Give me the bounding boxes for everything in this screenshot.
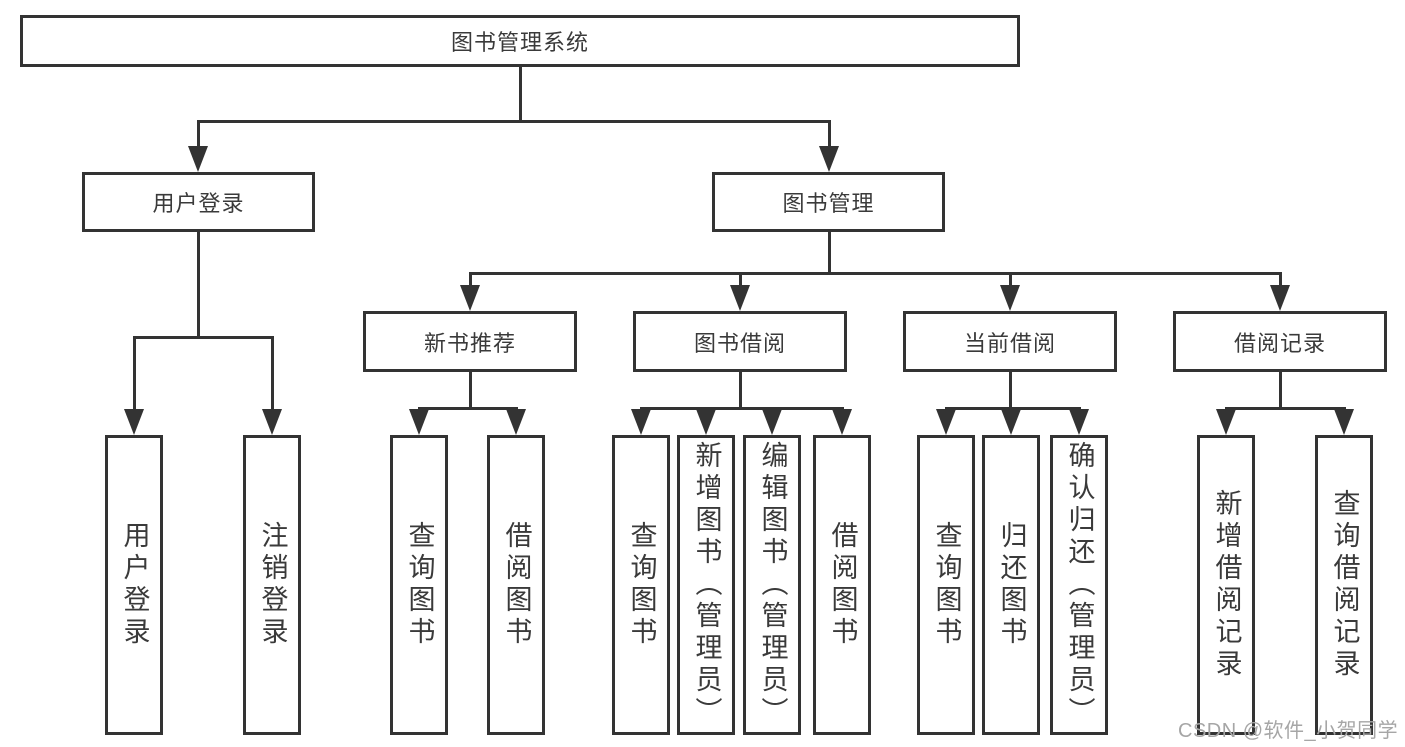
root-to-level2-arrowhead-icon-1 <box>819 146 839 172</box>
node-borrow-record: 借阅记录 <box>1173 311 1387 372</box>
node-label: 查询图书 <box>626 521 657 649</box>
borrow-record-children-arrowhead-icon-0 <box>1216 409 1236 435</box>
book-mgmt-children-drop-3 <box>1278 272 1282 291</box>
book-mgmt-children-drop-1 <box>738 272 742 291</box>
book-mgmt-children-drop-2 <box>1008 272 1012 291</box>
node-library-management-system: 图书管理系统 <box>20 15 1020 67</box>
current-borrow-children-arrowhead-icon-1 <box>1001 409 1021 435</box>
leaf-current-return-books: 归还图书 <box>982 435 1040 735</box>
new-book-children-bus <box>417 407 518 410</box>
node-label: 注销登录 <box>257 521 288 649</box>
new-book-children-arrowhead-icon-0 <box>409 409 429 435</box>
root-to-level2-drop-0 <box>196 120 200 152</box>
node-book-management: 图书管理 <box>712 172 945 232</box>
root-to-level2-arrowhead-icon-0 <box>188 146 208 172</box>
node-new-book-recommend: 新书推荐 <box>363 311 577 372</box>
user-login-children-arrowhead-icon-0 <box>124 409 144 435</box>
node-current-borrow: 当前借阅 <box>903 311 1117 372</box>
borrow-record-children-arrowhead-icon-1 <box>1334 409 1354 435</box>
leaf-record-query-borrow-record: 查询借阅记录 <box>1315 435 1373 735</box>
leaf-borrow-edit-books-admin: 编辑图书（管理员） <box>743 435 801 735</box>
node-label: 确认归还（管理员） <box>1064 441 1095 729</box>
node-label: 归还图书 <box>996 521 1027 649</box>
node-label: 图书管理 <box>782 191 875 216</box>
leaf-borrow-borrow-books: 借阅图书 <box>813 435 871 735</box>
user-login-children-arrowhead-icon-1 <box>262 409 282 435</box>
node-user-login: 用户登录 <box>82 172 315 232</box>
book-mgmt-children-arrowhead-icon-2 <box>1000 285 1020 311</box>
watermark: CSDN @软件_小贺同学 <box>1178 720 1399 742</box>
leaf-newbook-query-books: 查询图书 <box>390 435 448 735</box>
node-label: 查询图书 <box>404 521 435 649</box>
book-mgmt-children-arrowhead-icon-1 <box>730 285 750 311</box>
book-borrow-children-arrowhead-icon-2 <box>762 409 782 435</box>
book-borrow-children-arrowhead-icon-0 <box>631 409 651 435</box>
current-borrow-children-stem <box>1008 371 1012 410</box>
node-label: 借阅记录 <box>1233 330 1326 356</box>
node-label: 借阅图书 <box>501 521 532 649</box>
current-borrow-children-arrowhead-icon-0 <box>936 409 956 435</box>
root-to-level2-drop-1 <box>827 120 831 152</box>
node-label: 新书推荐 <box>423 330 516 356</box>
borrow-record-children-stem <box>1278 371 1282 410</box>
book-mgmt-children-stem <box>827 231 831 275</box>
node-label: 用户登录 <box>119 521 150 649</box>
user-login-children-drop-0 <box>132 336 136 415</box>
book-borrow-children-arrowhead-icon-1 <box>696 409 716 435</box>
node-label: 新增借阅记录 <box>1211 489 1242 681</box>
user-login-children-bus <box>132 336 274 339</box>
user-login-children-drop-1 <box>270 336 274 415</box>
node-label: 查询借阅记录 <box>1329 489 1360 681</box>
leaf-user-login: 用户登录 <box>105 435 163 735</box>
leaf-borrow-add-books-admin: 新增图书（管理员） <box>677 435 735 735</box>
book-mgmt-children-bus <box>468 272 1282 275</box>
root-to-level2-stem <box>518 66 522 123</box>
user-login-children-stem <box>196 231 200 339</box>
new-book-children-arrowhead-icon-1 <box>506 409 526 435</box>
leaf-newbook-borrow-books: 借阅图书 <box>487 435 545 735</box>
node-label: 新增图书（管理员） <box>691 441 722 729</box>
book-borrow-children-bus <box>639 407 844 410</box>
current-borrow-children-bus <box>944 407 1081 410</box>
node-book-borrow: 图书借阅 <box>633 311 847 372</box>
book-mgmt-children-arrowhead-icon-3 <box>1270 285 1290 311</box>
root-to-level2-bus <box>196 120 831 123</box>
node-label: 图书管理系统 <box>450 30 589 55</box>
node-label: 查询图书 <box>931 521 962 649</box>
book-mgmt-children-drop-0 <box>468 272 472 291</box>
leaf-current-confirm-return-admin: 确认归还（管理员） <box>1050 435 1108 735</box>
book-borrow-children-arrowhead-icon-3 <box>832 409 852 435</box>
leaf-logout: 注销登录 <box>243 435 301 735</box>
leaf-borrow-query-books: 查询图书 <box>612 435 670 735</box>
current-borrow-children-arrowhead-icon-2 <box>1069 409 1089 435</box>
leaf-current-query-books: 查询图书 <box>917 435 975 735</box>
leaf-record-add-borrow-record: 新增借阅记录 <box>1197 435 1255 735</box>
book-borrow-children-stem <box>738 371 742 410</box>
borrow-record-children-bus <box>1224 407 1346 410</box>
node-label: 编辑图书（管理员） <box>757 441 788 729</box>
node-label: 当前借阅 <box>963 330 1056 356</box>
node-label: 借阅图书 <box>827 521 858 649</box>
node-label: 图书借阅 <box>693 330 786 356</box>
node-label: 用户登录 <box>152 191 245 216</box>
book-mgmt-children-arrowhead-icon-0 <box>460 285 480 311</box>
new-book-children-stem <box>468 371 472 410</box>
